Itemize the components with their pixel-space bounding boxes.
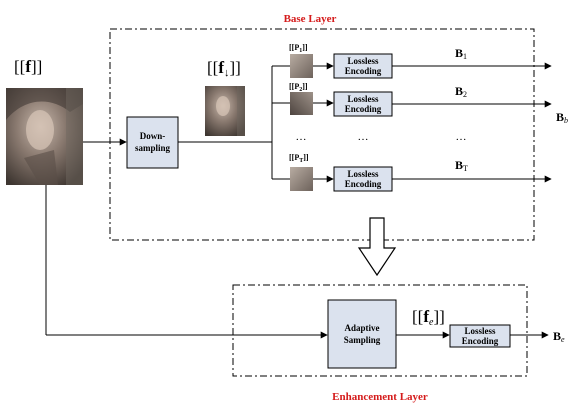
output-label-t: BT xyxy=(455,158,468,173)
adaptive-sampling-box xyxy=(328,300,396,368)
encoder-label-2: Encoding xyxy=(345,104,382,114)
downsampling-label: sampling xyxy=(135,143,171,153)
adaptive-sampling-label: Sampling xyxy=(344,335,381,345)
patch-image-t xyxy=(290,167,313,191)
encoder-label-t: Lossless xyxy=(347,169,379,179)
encoder-label-1: Encoding xyxy=(345,66,382,76)
patch-label-2: [[P2]] xyxy=(289,82,308,93)
input-image xyxy=(6,88,83,185)
encoder-label-2: Lossless xyxy=(347,94,379,104)
enhancement-layer-label: Enhancement Layer xyxy=(332,391,428,403)
ellipsis-output: … xyxy=(456,131,467,143)
adaptive-sampling-label: Adaptive xyxy=(344,323,379,333)
output-label-2: B2 xyxy=(455,84,467,99)
patch-label-t: [[PT]] xyxy=(289,153,309,164)
downsampled-image xyxy=(205,86,245,136)
ellipsis-patch: … xyxy=(296,131,307,143)
downsampled-symbol: [[f↓]] xyxy=(207,58,241,79)
input-symbol: [[f]] xyxy=(14,57,42,76)
base-output-label: Bb xyxy=(556,110,568,125)
downsampling-label: Down- xyxy=(140,131,166,141)
patch-label-1: [[P1]] xyxy=(289,43,308,54)
encoder-label-1: Lossless xyxy=(347,56,379,66)
enhancement-output-label: Be xyxy=(553,329,565,344)
enhancement-encoder-label: Lossless xyxy=(464,326,496,336)
patch-image-1 xyxy=(290,54,313,78)
layer-transition-arrow xyxy=(359,218,395,275)
base-layer-label: Base Layer xyxy=(284,13,337,25)
enhanced-symbol: [[fe]] xyxy=(412,307,445,328)
enhancement-encoder-label: Encoding xyxy=(462,336,499,346)
output-label-1: B1 xyxy=(455,46,467,61)
encoder-label-t: Encoding xyxy=(345,179,382,189)
patch-image-2 xyxy=(290,92,313,115)
ellipsis-encoder: … xyxy=(358,131,369,143)
